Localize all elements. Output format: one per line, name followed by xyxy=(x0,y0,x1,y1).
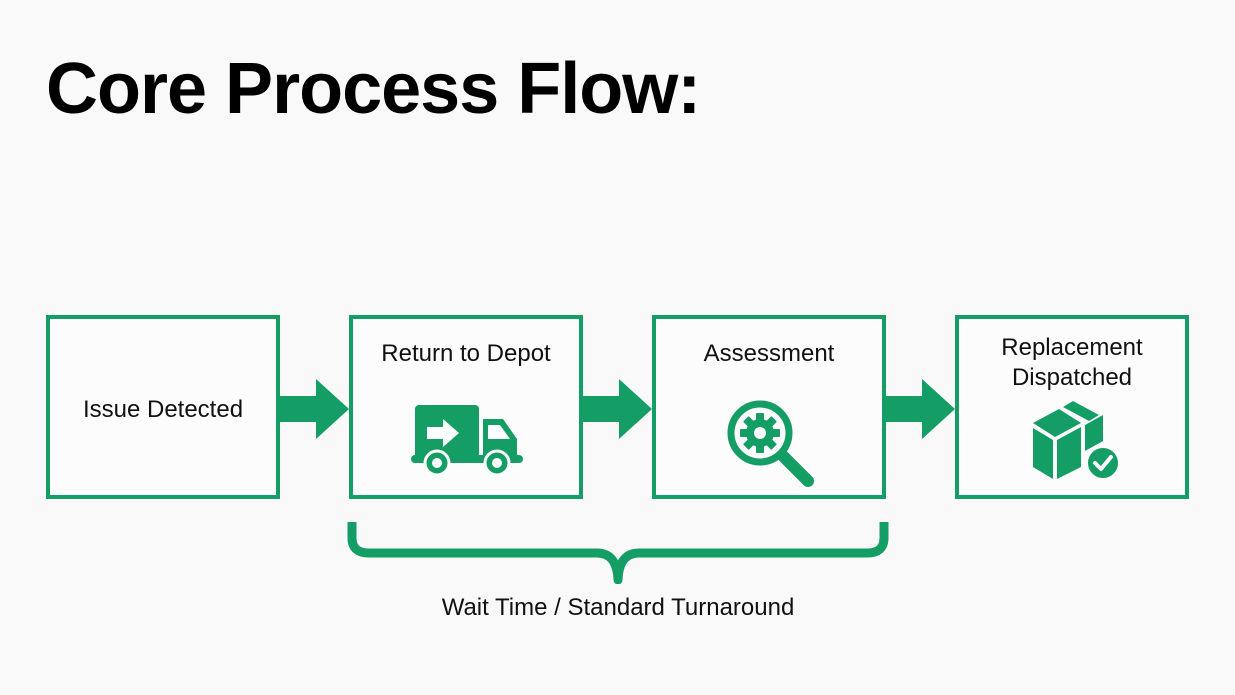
delivery-truck-icon xyxy=(411,405,523,477)
step-replacement-dispatched: Replacement Dispatched xyxy=(955,315,1189,499)
page-title: Core Process Flow: xyxy=(46,49,701,129)
step-label: Issue Detected xyxy=(82,396,244,423)
step-assessment: Assessment xyxy=(652,315,886,499)
step-return-to-depot: Return to Depot xyxy=(349,315,583,499)
flow-arrow-icon xyxy=(583,379,652,439)
step-issue-detected: Issue Detected xyxy=(46,315,280,499)
step-label: Return to Depot xyxy=(381,340,551,367)
step-label: Assessment xyxy=(703,340,835,367)
wait-time-bracket xyxy=(347,522,889,584)
bracket-caption: Wait Time / Standard Turnaround xyxy=(0,594,1235,622)
flow-arrow-icon xyxy=(280,379,349,439)
magnifier-gear-icon xyxy=(727,400,814,487)
package-check-icon xyxy=(1033,401,1122,482)
flow-arrow-icon xyxy=(886,379,955,439)
bracket-label: Wait Time / Standard Turnaround xyxy=(441,594,795,621)
step-label: Replacement Dispatched xyxy=(1001,334,1143,391)
